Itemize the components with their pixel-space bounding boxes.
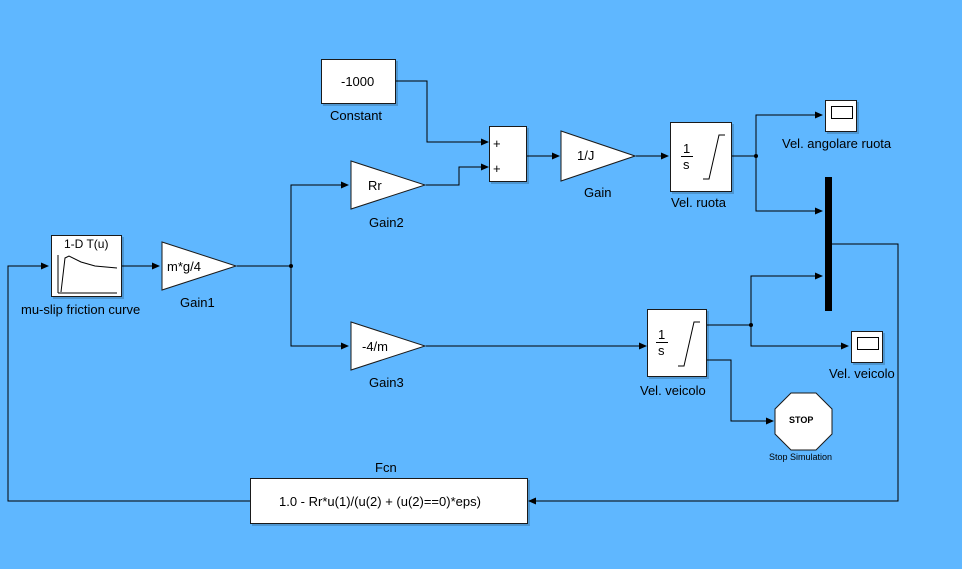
integrator-fraction-bar: [681, 156, 693, 157]
gain3-value: -4/m: [362, 339, 388, 354]
gain3-label: Gain3: [369, 375, 404, 390]
integrator-icon: [678, 321, 700, 367]
scope-veicolo-label: Vel. veicolo: [829, 366, 895, 381]
line-constant-to-sum: [396, 80, 489, 146]
line-to-gain3: [290, 266, 349, 350]
lookup-label: mu-slip friction curve: [21, 302, 141, 317]
integrator-num: 1: [683, 141, 691, 156]
fcn-expression: 1.0 - Rr*u(1)/(u(2) + (u(2)==0)*eps): [279, 494, 481, 509]
vel-ruota-integrator[interactable]: 1 s: [670, 122, 732, 192]
line-gain2-to-sum: [426, 163, 489, 186]
gain-value: 1/J: [577, 148, 595, 163]
stop-label: Stop Simulation: [769, 452, 833, 462]
gain-block[interactable]: [559, 129, 639, 183]
integrator-fraction-bar: [656, 342, 668, 343]
scope-ruota[interactable]: [825, 100, 857, 132]
constant-value: -1000: [341, 74, 375, 89]
gain1-label: Gain1: [180, 295, 215, 310]
branch-point: [749, 323, 753, 327]
constant-label: Constant: [330, 108, 383, 123]
fcn-block[interactable]: 1.0 - Rr*u(1)/(u(2) + (u(2)==0)*eps): [250, 478, 528, 524]
gain2-label: Gain2: [369, 215, 404, 230]
line-to-stop: [707, 359, 774, 425]
line-to-scope-ruota: [755, 111, 823, 156]
gain-label: Gain: [584, 185, 612, 200]
lookup-title: 1-D T(u): [64, 237, 109, 251]
fcn-label: Fcn: [375, 460, 397, 475]
scope-screen-icon: [857, 337, 879, 350]
scope-ruota-label: Vel. angolare ruota: [782, 136, 892, 151]
integrator-icon: [703, 134, 725, 180]
gain3-block[interactable]: [349, 320, 429, 374]
scope-screen-icon: [831, 106, 853, 119]
line-velveicolo-to-mux: [750, 272, 823, 325]
line-mux-to-fcn: [528, 243, 899, 505]
line-fcn-to-lookup: [7, 262, 250, 502]
line-velveicolo-to-scope: [750, 325, 849, 350]
vel-veicolo-integrator[interactable]: 1 s: [647, 309, 707, 377]
scope-veicolo[interactable]: [851, 331, 883, 363]
integrator-den: s: [683, 157, 690, 172]
sum-sign-1: +: [493, 136, 501, 151]
vel-veicolo-label: Vel. veicolo: [640, 383, 706, 398]
gain2-value: Rr: [368, 178, 382, 193]
integrator-den: s: [658, 343, 665, 358]
line-to-gain2: [290, 181, 349, 266]
integrator-num: 1: [658, 327, 666, 342]
gain1-value: m*g/4: [167, 259, 201, 274]
gain1-block[interactable]: [160, 240, 240, 294]
line-velruota-to-mux: [755, 156, 823, 215]
mux-block[interactable]: [825, 177, 832, 311]
branch-point: [289, 264, 293, 268]
gain2-block[interactable]: [349, 159, 429, 213]
friction-curve-icon: [57, 255, 118, 294]
branch-point: [754, 154, 758, 158]
vel-ruota-label: Vel. ruota: [671, 195, 726, 210]
constant-block[interactable]: -1000: [321, 59, 396, 104]
sum-block[interactable]: + +: [489, 126, 527, 182]
stop-text: STOP: [789, 415, 814, 425]
lookup-table-block[interactable]: 1-D T(u): [51, 235, 122, 297]
stop-sign-icon[interactable]: [774, 392, 834, 452]
sum-sign-2: +: [493, 161, 501, 176]
